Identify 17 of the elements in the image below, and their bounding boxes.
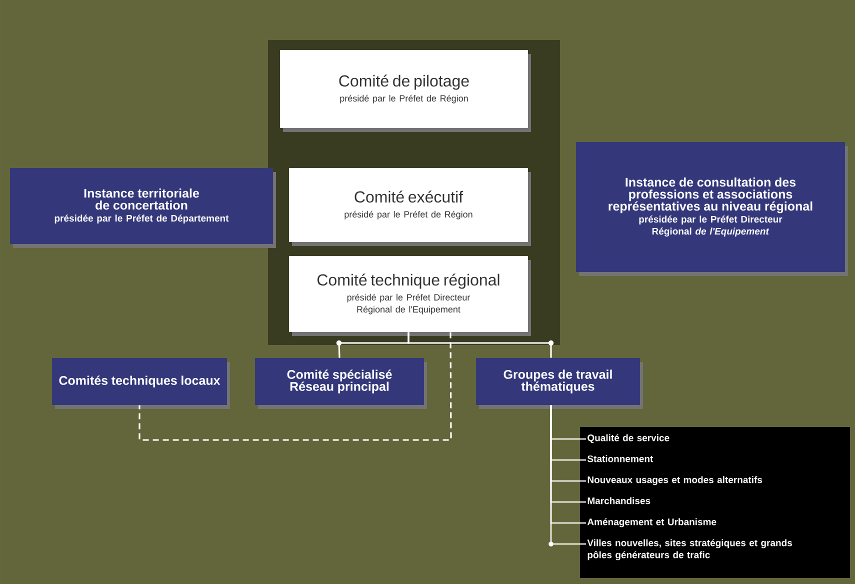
list-item: Marchandises (588, 497, 650, 504)
instance-box: Comité spécialisé Réseau principal (255, 358, 424, 405)
connector (138, 332, 452, 441)
committee-box: Comité exécutif présidé par le Préfet de Région (289, 168, 528, 242)
instance-box: Groupes de travail thématiques (476, 358, 640, 405)
committee-box: Comité technique régional présidé par le Préfet Directeur Régional de l'Equipement (289, 256, 528, 332)
committee-box: Comité de pilotage présidé par le Préfet de Région (280, 50, 528, 128)
list-panel (580, 427, 850, 578)
list-item: Qualité de service (588, 434, 670, 444)
instance-box: Instance territoriale de concertation présidée par le Préfet de Département (10, 168, 273, 244)
list-item: Villes nouvelles, sites stratégiques et grands pôles générateurs de trafic (587, 539, 792, 560)
list-item: Nouveaux usages et modes alternatifs (588, 476, 762, 486)
instance-box: Instance de consultation des professions et associations représentatives au niveau régional présidée par le Préfet Directeur Régional de l'Equipement (576, 142, 845, 272)
connector (408, 332, 554, 358)
list-item: Stationnement (587, 455, 654, 462)
instance-box: Comités techniques locaux (52, 358, 227, 405)
list-item: Aménagement et Urbanisme (587, 518, 716, 528)
